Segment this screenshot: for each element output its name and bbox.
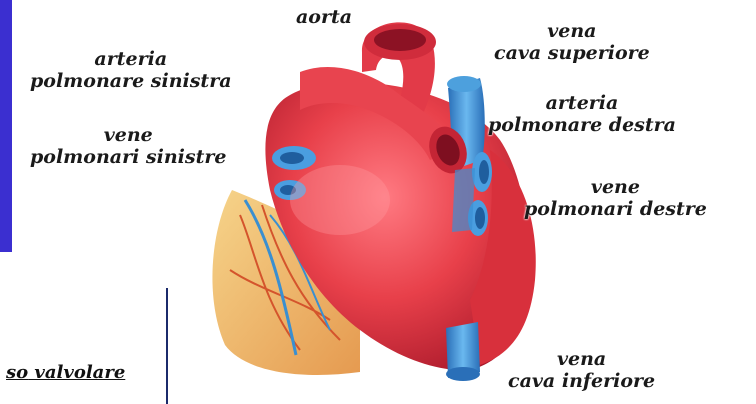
label-vena-cava-inferiore: vena cava inferiore <box>508 348 655 392</box>
label-vene-polmonari-sinistre: vene polmonari sinistre <box>30 124 226 168</box>
label-vena-cava-superiore: vena cava superiore <box>494 20 650 64</box>
partial-caption-suffix: valvolare <box>28 362 125 383</box>
partial-caption: so valvolare <box>6 362 125 383</box>
label-arteria-polmonare-sinistra: arteria polmonare sinistra <box>30 48 232 92</box>
label-arteria-polmonare-destra: arteria polmonare destra <box>488 92 676 136</box>
label-vene-polmonari-destre: vene polmonari destre <box>524 176 707 220</box>
label-aorta: aorta <box>296 6 352 28</box>
partial-caption-prefix: so <box>6 362 28 383</box>
